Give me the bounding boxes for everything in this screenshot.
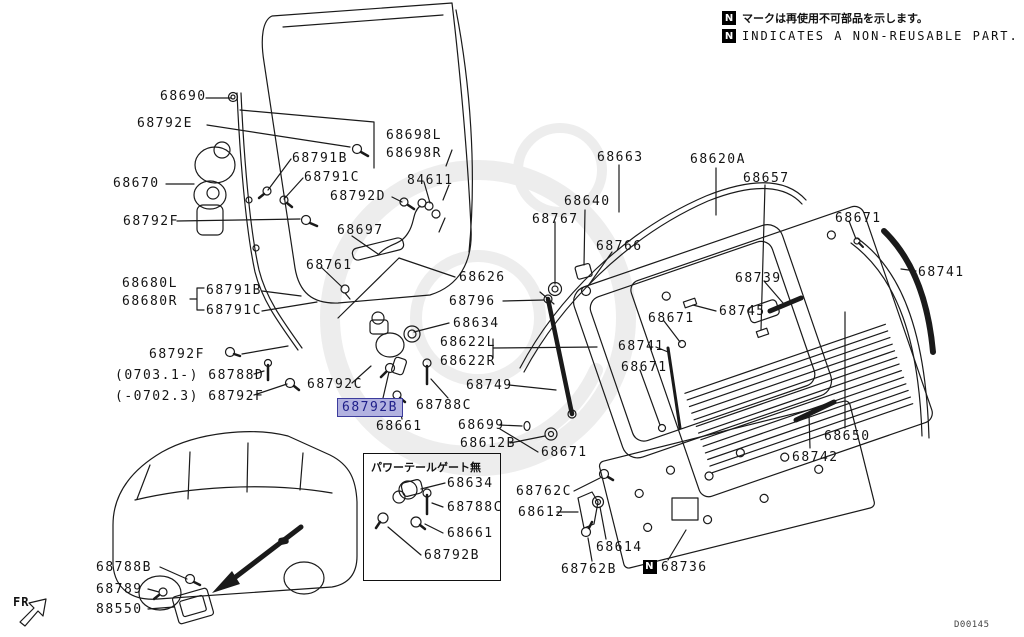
part-label-68749[interactable]: 68749	[466, 378, 513, 393]
non-reusable-flag-icon: N	[722, 11, 736, 25]
part-label-68634[interactable]: 68634	[453, 316, 500, 331]
part-label-88550[interactable]: 88550	[96, 602, 143, 617]
part-label-68792C[interactable]: 68792C	[307, 377, 363, 392]
part-label-68634[interactable]: 68634	[447, 476, 494, 491]
part-label-68661[interactable]: 68661	[376, 419, 423, 434]
part-label-68670[interactable]: 68670	[113, 176, 160, 191]
part-label-68657[interactable]: 68657	[743, 171, 790, 186]
lock-rod-assembly	[194, 93, 302, 350]
part-label-68663[interactable]: 68663	[597, 150, 644, 165]
part-label-68742[interactable]: 68742	[792, 450, 839, 465]
part-label-68671[interactable]: 68671	[621, 360, 668, 375]
part-location-arrow	[212, 527, 301, 593]
part-label-68792F[interactable]: 68792F	[149, 347, 205, 362]
part-label-68762C[interactable]: 68762C	[516, 484, 572, 499]
part-label-68788C[interactable]: 68788C	[416, 398, 472, 413]
part-label-68699[interactable]: 68699	[458, 418, 505, 433]
part-label-68671[interactable]: 68671	[648, 311, 695, 326]
part-label-68680R[interactable]: 68680R	[122, 294, 178, 309]
watermark	[330, 128, 626, 466]
part-label-68690[interactable]: 68690	[160, 89, 207, 104]
part-label-68741[interactable]: 68741	[618, 339, 665, 354]
center-latch-cluster	[370, 312, 420, 375]
part-label-68792E[interactable]: 68792E	[137, 116, 193, 131]
hinge-parts	[578, 492, 604, 528]
rear-glass	[668, 231, 933, 438]
small-fastener-icons	[154, 93, 863, 625]
part-label-68796[interactable]: 68796	[449, 294, 496, 309]
part-label-68650[interactable]: 68650	[824, 429, 871, 444]
part-label-68762B[interactable]: 68762B	[561, 562, 617, 577]
part-label-68698R[interactable]: 68698R	[386, 146, 442, 161]
drawing-code: D00145	[954, 620, 990, 630]
gas-strut	[540, 292, 576, 418]
fr-label: FR	[13, 595, 30, 609]
part-label-68792B[interactable]: 68792B	[424, 548, 480, 563]
part-label-68661[interactable]: 68661	[447, 526, 494, 541]
part-label-68620A[interactable]: 68620A	[690, 152, 746, 167]
part-label-68792B[interactable]: 68792B	[337, 398, 403, 417]
part-label-68671[interactable]: 68671	[835, 211, 882, 226]
part-label-68626[interactable]: 68626	[459, 270, 506, 285]
part-label-68680L[interactable]: 68680L	[122, 276, 178, 291]
door-handle-parts	[341, 199, 426, 299]
part-label-68640[interactable]: 68640	[564, 194, 611, 209]
part-label-68791C[interactable]: 68791C	[206, 303, 262, 318]
part-label-0703168788D[interactable]: (0703.1-) 68788D	[115, 368, 265, 383]
part-label-68767[interactable]: 68767	[532, 212, 579, 227]
part-label-68698L[interactable]: 68698L	[386, 128, 442, 143]
fr-direction-arrow-icon	[20, 599, 46, 626]
part-label-68766[interactable]: 68766	[596, 239, 643, 254]
part-label-68622R[interactable]: 68622R	[440, 354, 496, 369]
notice-text-en: INDICATES A NON-REUSABLE PART.	[742, 29, 1019, 43]
power-tailgate-none-inset: パワーテールゲート無	[363, 453, 501, 581]
door-opening-frame	[569, 220, 836, 462]
part-label-68697[interactable]: 68697	[337, 223, 384, 238]
tailgate-window-glass	[262, 3, 472, 303]
part-label-68671[interactable]: 68671	[541, 445, 588, 460]
part-label-68739[interactable]: 68739	[735, 271, 782, 286]
part-label-68789[interactable]: 68789	[96, 582, 143, 597]
part-label-0702368792F[interactable]: (-0702.3) 68792F	[115, 389, 265, 404]
inset-part-icons	[376, 479, 431, 529]
part-label-68612B[interactable]: 68612B	[460, 436, 516, 451]
part-label-68761[interactable]: 68761	[306, 258, 353, 273]
part-label-68788C[interactable]: 68788C	[447, 500, 503, 515]
part-label-68791B[interactable]: 68791B	[206, 283, 262, 298]
part-label-84611[interactable]: 84611	[407, 173, 454, 188]
non-reusable-notice-jp: N マークは再使用不可部品を示します。	[722, 10, 928, 26]
part-label-68745[interactable]: 68745	[719, 304, 766, 319]
part-label-68792D[interactable]: 68792D	[330, 189, 386, 204]
part-label-68791B[interactable]: 68791B	[292, 151, 348, 166]
part-label-68622L[interactable]: 68622L	[440, 335, 496, 350]
notice-text-jp: マークは再使用不可部品を示します。	[742, 12, 928, 25]
non-reusable-flag-icon: N	[722, 29, 736, 43]
part-label-68741[interactable]: 68741	[918, 265, 965, 280]
part-label-68614[interactable]: 68614	[596, 540, 643, 555]
part-label-68792F[interactable]: 68792F	[123, 214, 179, 229]
part-label-68788B[interactable]: 68788B	[96, 560, 152, 575]
part-label-68791C[interactable]: 68791C	[304, 170, 360, 185]
inset-title: パワーテールゲート無	[371, 461, 481, 474]
non-reusable-notice-en: N INDICATES A NON-REUSABLE PART.	[722, 29, 1019, 43]
non-reusable-flag-icon: N	[643, 560, 657, 574]
part-label-68612[interactable]: 68612	[518, 505, 565, 520]
